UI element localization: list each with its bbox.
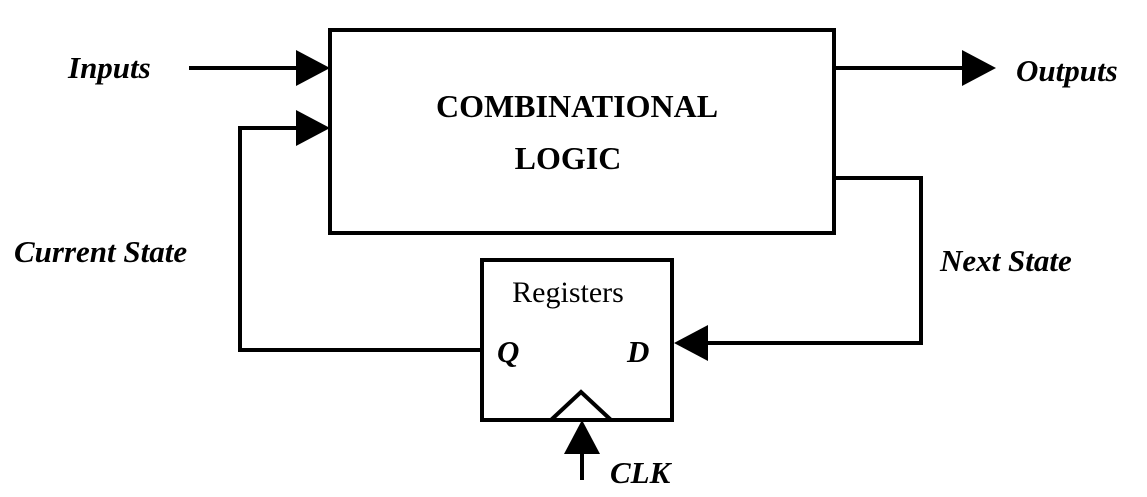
register-q-port-label: Q <box>497 334 519 369</box>
current-state-label: Current State <box>14 234 187 269</box>
register-d-port-label: D <box>626 334 649 369</box>
current-state-arrowhead <box>296 110 330 146</box>
outputs-arrowhead <box>962 50 996 86</box>
next-state-arrowhead <box>674 325 708 361</box>
combinational-logic-label-line1: COMBINATIONAL <box>436 88 718 124</box>
combinational-logic-box <box>328 28 836 235</box>
current-state-wire <box>238 126 482 352</box>
clock-edge-triangle <box>549 389 613 422</box>
combinational-logic-label-line2: LOGIC <box>515 140 622 176</box>
outputs-label: Outputs <box>1016 53 1118 88</box>
clk-arrowhead <box>564 420 600 454</box>
clk-label: CLK <box>610 455 673 490</box>
inputs-arrowhead <box>296 50 330 86</box>
next-state-label: Next State <box>939 243 1072 278</box>
registers-label: Registers <box>512 276 624 309</box>
next-state-wire <box>706 176 923 345</box>
inputs-label: Inputs <box>67 50 151 85</box>
